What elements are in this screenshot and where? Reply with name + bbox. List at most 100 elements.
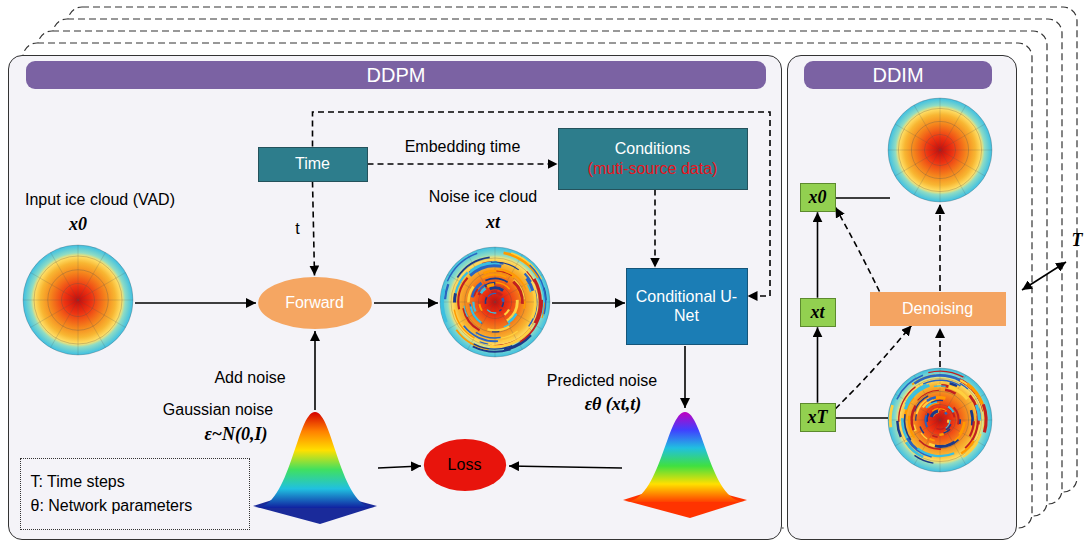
grid-spoke — [30, 273, 78, 301]
noise-stroke — [474, 289, 478, 296]
panel-heading: DDIM — [804, 61, 992, 89]
grid-spoke — [940, 150, 941, 202]
noise-stroke — [936, 428, 944, 429]
noise-stroke — [487, 310, 496, 313]
ice-cloud-image — [23, 245, 133, 355]
image-caption: Input ice cloud (VAD) — [25, 191, 175, 209]
process-box: Conditions(muti-source data) — [558, 128, 748, 190]
noise-stroke — [476, 332, 501, 338]
node-text: Time — [295, 154, 330, 173]
noise-stroke — [479, 304, 482, 311]
noise-stroke — [530, 265, 546, 314]
grid-ring — [440, 247, 550, 357]
node-text: Loss — [448, 455, 482, 474]
noise-stroke — [971, 410, 973, 425]
noise-stroke — [456, 272, 468, 293]
wire — [836, 417, 888, 419]
noise-stroke — [482, 275, 506, 278]
formula-label: ε~N(0,I) — [204, 424, 267, 445]
noise-stroke — [529, 290, 537, 326]
panel: DDPMTimeConditions(muti-source data)Forw… — [8, 55, 782, 540]
node-text: x0 — [809, 187, 827, 209]
noise-stroke — [481, 288, 486, 293]
noise-strokes — [440, 247, 550, 357]
grid-spoke — [940, 105, 966, 150]
process-ellipse: Forward — [257, 276, 373, 330]
noise-stroke — [502, 337, 513, 341]
flow-arrows — [135, 198, 1066, 468]
connector — [313, 182, 315, 276]
note-box: T: Time stepsθ: Network parameters — [20, 458, 250, 530]
noise-stroke — [939, 433, 943, 436]
arrow — [135, 302, 256, 304]
noise-stroke — [456, 330, 489, 349]
noise-stroke — [473, 302, 475, 312]
noise-stroke — [945, 390, 955, 394]
noise-strokes — [888, 368, 992, 472]
noise-stroke — [927, 397, 936, 401]
noise-stroke — [912, 406, 916, 430]
connector — [368, 163, 558, 165]
noise-stroke — [492, 331, 499, 333]
noise-stroke — [920, 426, 924, 433]
grid-spoke — [895, 394, 940, 420]
noise-stroke — [470, 266, 501, 276]
noise-stroke — [480, 342, 489, 344]
arrow-label: Add noise — [214, 369, 285, 387]
polar-grid — [888, 98, 992, 202]
grid-spoke — [447, 275, 495, 303]
noise-stroke — [966, 434, 981, 454]
predicted-noise-image — [625, 412, 745, 502]
ellipse-shape — [423, 439, 505, 491]
panel: DDIMx0xtxTDenoising — [787, 55, 1017, 540]
noise-stroke — [976, 405, 979, 421]
noise-stroke — [445, 284, 448, 299]
node-text: xT — [808, 407, 828, 429]
noise-stroke — [948, 407, 953, 413]
noise-stroke — [970, 421, 974, 436]
connector — [654, 190, 656, 268]
grid-spoke — [30, 300, 78, 328]
polar-grid — [23, 245, 133, 355]
noise-stroke — [927, 413, 929, 421]
state-box: xT — [800, 403, 836, 433]
noise-stroke — [983, 404, 986, 432]
arrow — [314, 331, 316, 410]
panel-ground — [8, 55, 782, 540]
grid-spoke — [940, 98, 941, 150]
process-box: Denoising — [870, 292, 1006, 326]
double-arrow — [1022, 262, 1066, 290]
noise-stroke — [471, 306, 482, 322]
grid-ring — [888, 98, 992, 202]
grid-spoke — [78, 252, 106, 300]
grid-spoke — [940, 150, 985, 176]
symbol-label: x0 — [69, 214, 87, 235]
noise-ice-cloud-image — [440, 247, 550, 357]
grid-spoke — [51, 300, 79, 348]
wire — [836, 197, 890, 199]
ellipse-shape — [258, 277, 372, 329]
noise-stroke — [470, 304, 482, 323]
noise-stroke — [487, 285, 494, 287]
connector — [836, 207, 880, 291]
noise-stroke — [914, 455, 933, 463]
noise-stroke — [959, 419, 961, 424]
noise-stroke — [499, 309, 501, 310]
ice-cloud-image — [888, 98, 992, 202]
node-text: Conditions — [615, 139, 691, 158]
edge-label: Embedding time — [405, 138, 521, 156]
noise-stroke — [458, 278, 467, 310]
noise-stroke — [474, 344, 513, 349]
grid-ring — [888, 368, 992, 472]
connector — [817, 327, 819, 402]
grid-spoke — [78, 273, 126, 301]
grid-spoke — [78, 300, 106, 348]
noise-stroke — [487, 327, 509, 331]
grid-spoke — [940, 124, 985, 150]
grid-spoke — [51, 252, 79, 300]
noise-stroke — [513, 282, 522, 304]
noise-stroke — [946, 424, 951, 430]
noise-ice-cloud-image — [888, 368, 992, 472]
noise-stroke — [945, 412, 947, 414]
noise-stroke — [485, 297, 486, 304]
